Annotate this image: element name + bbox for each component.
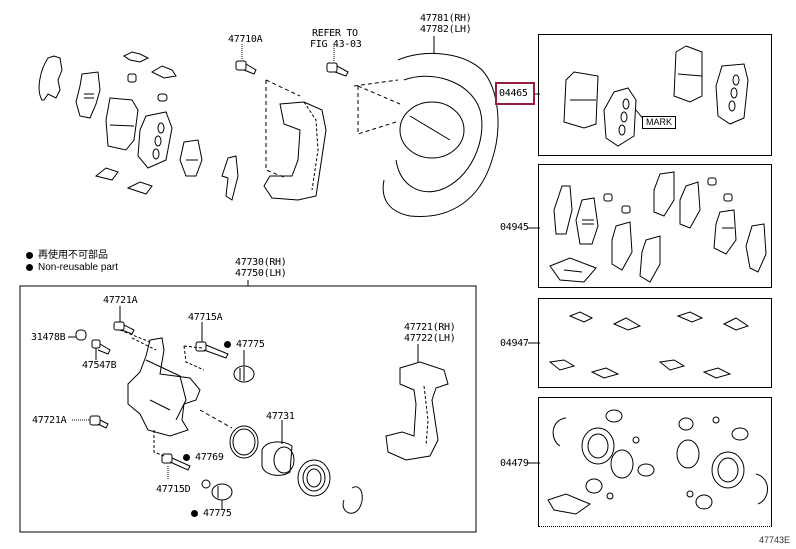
figure-number: 47743E (758, 535, 790, 545)
kit-pad-outer-1 (563, 71, 599, 129)
part-label-47769[interactable]: 47769 (183, 452, 224, 463)
kit-label-04479[interactable]: 04479 (500, 458, 529, 469)
part-label-47750-lh[interactable]: 47750(LH) (235, 268, 287, 279)
kit-pad-outer-2 (673, 45, 703, 103)
non-reusable-dot-icon (183, 453, 190, 461)
kit-label-04947[interactable]: 04947 (500, 338, 529, 349)
part-label-47730-rh[interactable]: 47730(RH) (235, 257, 287, 268)
pin-47715A (195, 322, 229, 359)
legend-en: Non-reusable part (26, 262, 118, 274)
part-label-47715A[interactable]: 47715A (188, 312, 223, 323)
part-label-47547B[interactable]: 47547B (82, 360, 117, 371)
mark-callout: MARK (642, 116, 677, 129)
part-number-text: 47775 (236, 339, 265, 350)
loose-clip-small-2 (157, 93, 168, 102)
boot-47775-top (233, 350, 255, 383)
part-label-47775-top[interactable]: 47775 (224, 339, 265, 350)
bolt-47710A-shape (235, 44, 257, 75)
part-number-text: 47769 (195, 452, 224, 463)
part-label-31478B[interactable]: 31478B (31, 332, 66, 343)
refer-to-label: REFER TO (312, 28, 358, 39)
bolt-refer-shape (326, 44, 349, 77)
loose-pad-outer (105, 97, 139, 151)
part-label-47715D[interactable]: 47715D (156, 484, 191, 495)
boot-47775-bottom (201, 479, 233, 510)
loose-clip-top-1 (123, 51, 150, 63)
non-reusable-dot-icon (224, 340, 231, 348)
snap-ring (342, 486, 363, 514)
kit-pad-inner-2 (715, 63, 749, 125)
legend-jp-text: 再使用不可部品 (38, 250, 108, 261)
part-label-47721A-bottom[interactable]: 47721A (32, 415, 67, 426)
non-reusable-dot-icon (191, 509, 198, 517)
kit-seal-parts (547, 409, 768, 515)
legend-jp: 再使用不可部品 (26, 250, 108, 262)
loose-clip-bottom-2 (126, 181, 153, 195)
part-label-47782-lh[interactable]: 47782(LH) (420, 24, 472, 35)
bolt-47721A-top (113, 306, 135, 335)
kit-box-04945 (538, 164, 772, 288)
non-reusable-dot-icon (26, 263, 33, 271)
mounting-bracket-right (385, 344, 449, 461)
kit-shim-parts (549, 171, 767, 283)
piston-boot (297, 459, 331, 497)
part-number-text: 47775 (203, 508, 232, 519)
bushing-31478B (68, 329, 87, 341)
kit-label-04945[interactable]: 04945 (500, 222, 529, 233)
loose-clip-bottom-1 (94, 167, 119, 181)
non-reusable-dot-icon (26, 251, 33, 259)
kit-box-04479 (538, 397, 772, 527)
refer-fig-link[interactable]: FIG 43-03 (310, 39, 362, 50)
mounting-bracket-top-body (263, 101, 327, 201)
loose-pad-inner (137, 111, 173, 169)
caliper-assembly-frame (19, 285, 477, 533)
part-label-47775-bottom[interactable]: 47775 (191, 508, 232, 519)
loose-shim-right-2 (221, 155, 239, 201)
mounting-bracket-top (265, 79, 301, 179)
kit-label-04465[interactable]: 04465 (499, 88, 528, 99)
legend-en-text: Non-reusable part (38, 262, 119, 273)
selected-part-highlight[interactable] (495, 82, 535, 105)
part-label-47710A[interactable]: 47710A (228, 34, 263, 45)
kit-box-04465 (538, 34, 772, 156)
kit-clip-parts (548, 311, 750, 379)
caliper-body-shape (119, 329, 205, 437)
piston-seal (199, 409, 259, 459)
loose-clip-small-1 (127, 73, 137, 83)
part-label-47722-lh[interactable]: 47722(LH) (404, 333, 456, 344)
pin-47715D (153, 430, 191, 480)
bolt-47721A-bottom (72, 415, 109, 429)
kit-box-04947 (538, 298, 772, 388)
part-label-47781-rh[interactable]: 47781(RH) (420, 13, 472, 24)
part-label-47721A-top[interactable]: 47721A (103, 295, 138, 306)
loose-shim-right-1 (179, 139, 203, 177)
bolt-47547B (91, 339, 111, 360)
piston-47731 (261, 420, 295, 476)
loose-shim-outer-left (38, 55, 63, 101)
loose-shim-inner-left (75, 71, 101, 119)
part-label-47731[interactable]: 47731 (266, 411, 295, 422)
dust-cover-shape (353, 36, 499, 217)
part-label-47721-rh[interactable]: 47721(RH) (404, 322, 456, 333)
loose-clip-top-2 (150, 65, 177, 79)
